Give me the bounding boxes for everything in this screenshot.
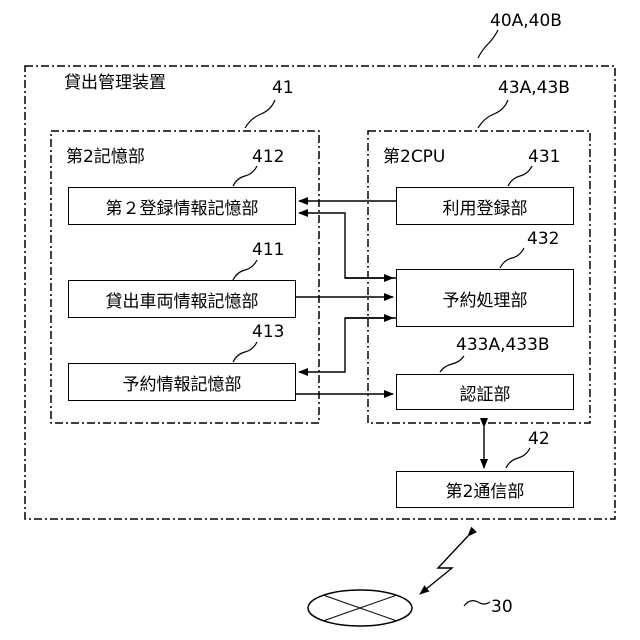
usage-reg-label: 利用登録部 xyxy=(443,194,528,219)
ref-network: 30 xyxy=(491,599,513,616)
ref-device: 40A,40B xyxy=(490,13,562,30)
device-title: 貸出管理装置 xyxy=(64,75,166,92)
ref-auth: 433A,433B xyxy=(456,337,550,354)
reg-store-label: 第２登録情報記憶部 xyxy=(106,194,259,219)
ref-reg-store: 412 xyxy=(252,149,284,166)
arrow-reserve-to-reservestore xyxy=(299,318,396,372)
reserve-proc-label: 予約処理部 xyxy=(443,286,528,311)
cpu-title: 第2CPU xyxy=(383,149,445,166)
auth-label: 認証部 xyxy=(460,380,511,405)
reserve-store-label: 予約情報記憶部 xyxy=(123,370,242,395)
reg-store-box: 第２登録情報記憶部 xyxy=(68,187,296,225)
auth-box: 認証部 xyxy=(396,374,574,410)
wireless-link-icon xyxy=(420,536,468,594)
usage-reg-box: 利用登録部 xyxy=(396,187,574,225)
reserve-store-box: 予約情報記憶部 xyxy=(68,363,296,401)
reserve-proc-box: 予約処理部 xyxy=(396,269,574,327)
ref-reserve-store: 413 xyxy=(252,324,284,341)
ref-vehicle-store: 411 xyxy=(252,242,284,259)
comm-label: 第2通信部 xyxy=(446,477,525,502)
ref-cpu: 43A,43B xyxy=(498,80,570,97)
vehicle-store-box: 貸出車両情報記憶部 xyxy=(68,280,296,318)
ref-comm: 42 xyxy=(528,431,550,448)
ref-usage-reg: 431 xyxy=(528,149,560,166)
ref-memory: 41 xyxy=(272,80,294,97)
vehicle-store-label: 貸出車両情報記憶部 xyxy=(106,287,259,312)
ref-reserve-proc: 432 xyxy=(527,231,559,248)
network-icon xyxy=(308,590,412,626)
comm-box: 第2通信部 xyxy=(396,471,574,508)
memory-title: 第2記憶部 xyxy=(66,149,145,166)
arrow-reserve-to-regstore xyxy=(299,213,396,278)
